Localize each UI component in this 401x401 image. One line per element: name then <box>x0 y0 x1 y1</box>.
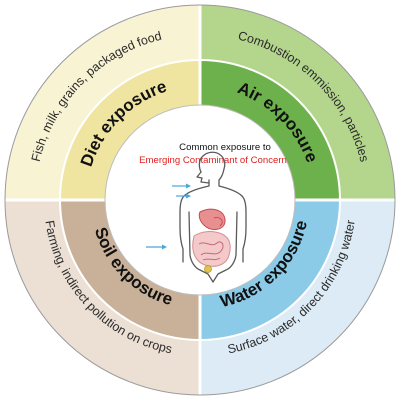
diet-outer-segment <box>5 5 200 200</box>
center-title-line1: Common exposure to <box>179 142 271 153</box>
water-outer-segment <box>200 200 395 395</box>
air-inner-segment <box>200 60 340 200</box>
diet-inner-segment <box>60 60 200 200</box>
soil-inner-segment <box>60 200 200 340</box>
air-outer-segment <box>200 5 395 200</box>
digestive-system-icon <box>192 208 231 273</box>
quadrant-dividers <box>5 5 395 395</box>
water-inner-segment <box>200 200 340 340</box>
soil-outer-segment <box>5 200 200 395</box>
human-body-icon <box>179 151 247 283</box>
outer-rim <box>4 4 396 396</box>
exposure-arrow-icon <box>146 183 191 250</box>
ring-separator <box>59 59 341 341</box>
center-title-line2: Emerging Contaminant of Concern <box>139 155 287 166</box>
center-disc <box>104 104 296 296</box>
